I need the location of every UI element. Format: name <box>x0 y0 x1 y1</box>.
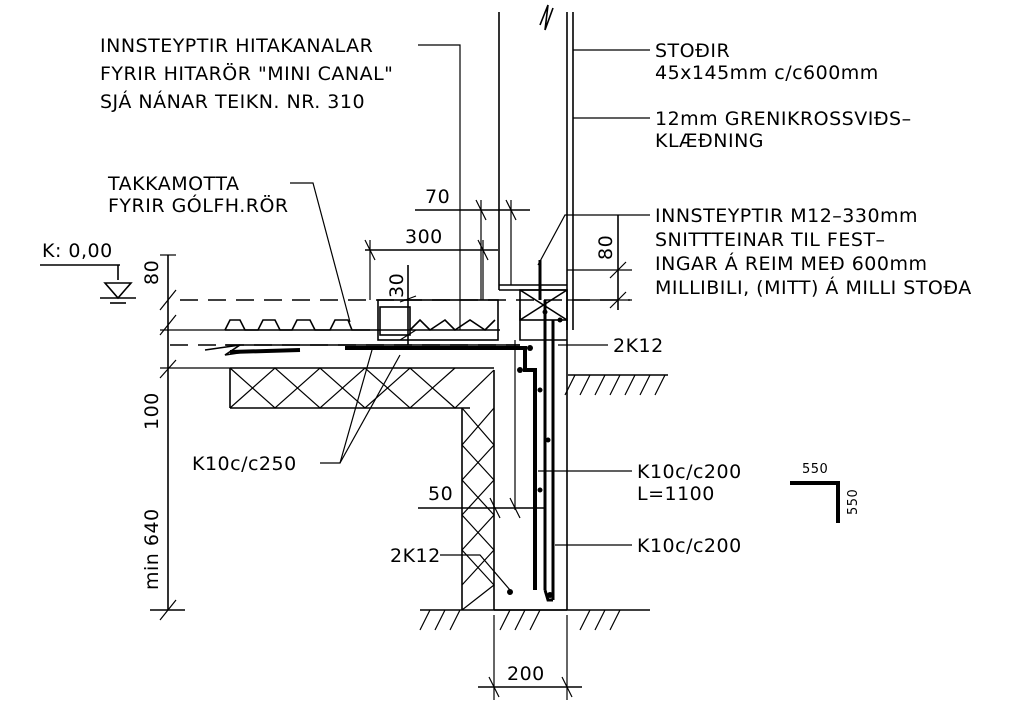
bar-bending-detail <box>790 481 840 523</box>
note-plywood-line-2: KLÆÐNING <box>655 130 764 152</box>
note-rebar-wall-v-label: K10c/c200 <box>637 535 742 557</box>
note-anchors-line-3: INGAR Á REIM MEÐ 600mm <box>655 252 928 275</box>
dimension-300 <box>364 239 498 300</box>
bar-leg-horizontal: 550 <box>802 462 828 477</box>
dim-50: 50 <box>428 483 453 505</box>
insulation-vertical <box>461 407 495 611</box>
reinforcement <box>229 260 563 602</box>
dim-80-right: 80 <box>595 235 617 260</box>
bar-leg-vertical: 550 <box>846 489 861 515</box>
note-rebar-slab-label: K10c/c250 <box>192 453 297 475</box>
note-rebar-top-label: 2K12 <box>613 335 664 357</box>
stud-wall <box>498 4 574 330</box>
left-dimension-chain <box>150 254 230 621</box>
dimension-200 <box>478 615 582 700</box>
insulation-under-slab <box>229 367 495 409</box>
note-anchors: INNSTEYPTIR M12–330mm SNITTTEINAR TIL FE… <box>537 205 972 299</box>
note-studs-line-1: STOÐIR <box>655 40 730 62</box>
note-rebar-wall-l-line-1: K10c/c200 <box>637 461 742 483</box>
note-socket: TAKKAMOTTA FYRIR GÓLFH.RÖR <box>107 173 351 323</box>
note-rebar-wall-v: K10c/c200 <box>555 535 742 557</box>
note-rebar-wall-l: K10c/c200 L=1100 <box>538 461 742 505</box>
note-rebar-bottom-label: 2K12 <box>390 545 441 567</box>
note-rebar-bottom: 2K12 <box>390 545 511 591</box>
ground-line-right <box>564 374 668 396</box>
level-label: K: 0,00 <box>42 240 113 262</box>
note-plywood: 12mm GRENIKROSSVIÐS– KLÆÐNING <box>573 108 912 152</box>
note-anchors-line-2: SNITTTEINAR TIL FEST– <box>655 229 886 251</box>
level-marker <box>40 264 136 304</box>
note-anchors-line-4: MILLIBILI, (MITT) Á MILLI STOÐA <box>655 276 972 299</box>
dim-300: 300 <box>405 226 443 248</box>
dim-70: 70 <box>425 186 450 208</box>
note-heating-channels-line-3: SJÁ NÁNAR TEIKN. NR. 310 <box>100 90 365 113</box>
note-studs: STOÐIR 45x145mm c/c600mm <box>573 40 879 84</box>
note-rebar-top: 2K12 <box>558 335 664 357</box>
note-socket-line-2: FYRIR GÓLFH.RÖR <box>108 193 289 217</box>
dimension-50 <box>418 340 545 519</box>
dim-30: 30 <box>386 273 408 298</box>
note-plywood-line-1: 12mm GRENIKROSSVIÐS– <box>655 108 912 130</box>
foundation-wall <box>493 310 568 611</box>
note-socket-line-1: TAKKAMOTTA <box>107 173 239 195</box>
dimension-80-right <box>567 215 632 310</box>
ground-line-bottom <box>419 609 650 631</box>
dim-100: 100 <box>141 392 163 430</box>
note-rebar-wall-l-line-2: L=1100 <box>637 483 715 505</box>
note-heating-channels-line-1: INNSTEYPTIR HITAKANALAR <box>100 35 373 57</box>
break-symbol <box>539 4 554 31</box>
dim-80-left: 80 <box>141 260 163 285</box>
dim-200: 200 <box>507 663 545 685</box>
note-anchors-line-1: INNSTEYPTIR M12–330mm <box>655 205 918 227</box>
note-heating-channels: INNSTEYPTIR HITAKANALAR FYRIR HITARÖR "M… <box>100 35 461 330</box>
floor-slab <box>204 299 520 369</box>
note-rebar-slab: K10c/c250 <box>192 349 401 475</box>
dim-min-640: min 640 <box>141 508 163 590</box>
note-heating-channels-line-2: FYRIR HITARÖR "MINI CANAL" <box>100 62 393 85</box>
dimension-30 <box>399 265 417 345</box>
note-studs-line-2: 45x145mm c/c600mm <box>655 62 879 84</box>
